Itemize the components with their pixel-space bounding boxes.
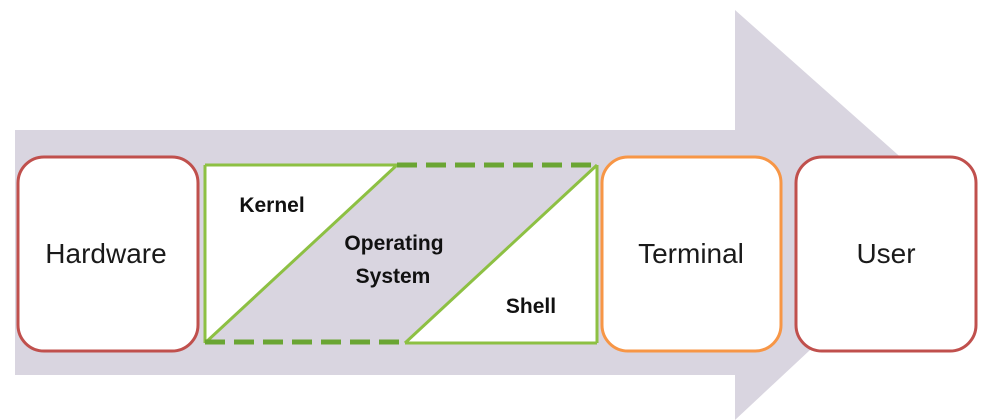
os-label-line1: Operating (344, 232, 443, 255)
shell-label: Shell (506, 295, 556, 318)
operating-system-block: Kernel Operating System Shell (203, 162, 599, 345)
user-label: User (856, 238, 915, 269)
terminal-label: Terminal (638, 238, 744, 269)
hardware-label: Hardware (45, 238, 166, 269)
kernel-diagonal (203, 163, 399, 345)
terminal-box (600, 155, 783, 353)
terminal-node: Terminal (600, 155, 783, 353)
kernel-label: Kernel (239, 194, 304, 217)
user-box (794, 155, 978, 353)
shell-diagonal (403, 163, 599, 345)
os-label-line2: System (356, 265, 431, 288)
hardware-box (16, 155, 200, 353)
hardware-node: Hardware (16, 155, 200, 353)
user-node: User (794, 155, 978, 353)
